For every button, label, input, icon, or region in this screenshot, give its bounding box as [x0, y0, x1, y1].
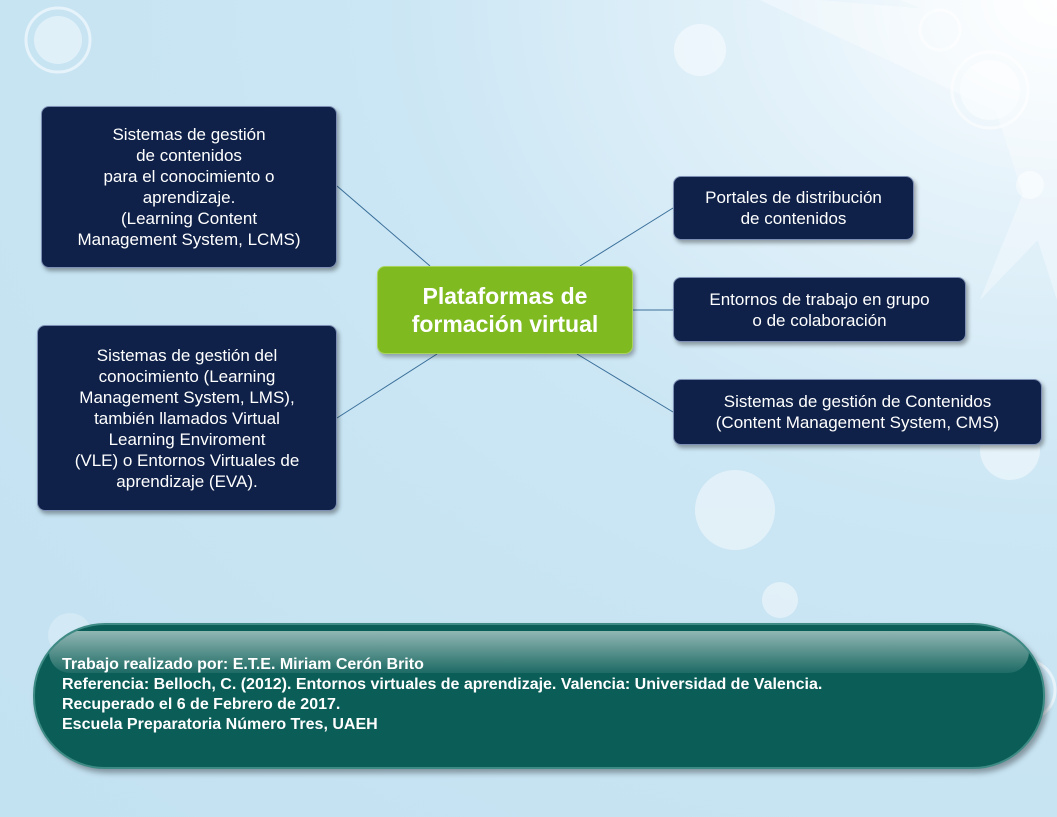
- node-portales-label: Portales de distribución de contenidos: [705, 188, 882, 228]
- footer-school: Escuela Preparatoria Número Tres, UAEH: [62, 716, 378, 733]
- footer-gloss: [49, 631, 1029, 673]
- footer-retrieved: Recuperado el 6 de Febrero de 2017.: [62, 696, 341, 713]
- footer-text: Trabajo realizado por: E.T.E. Miriam Cer…: [62, 655, 822, 735]
- node-lms: Sistemas de gestión del conocimiento (Le…: [37, 325, 337, 511]
- footer-reference: Referencia: Belloch, C. (2012). Entornos…: [62, 676, 823, 693]
- connector-line-portales: [579, 207, 674, 267]
- node-entornos: Entornos de trabajo en grupo o de colabo…: [673, 277, 966, 342]
- footer-banner: Trabajo realizado por: E.T.E. Miriam Cer…: [33, 623, 1045, 769]
- connector-line-lcms: [336, 185, 431, 267]
- node-portales: Portales de distribución de contenidos: [673, 176, 914, 240]
- node-lcms: Sistemas de gestión de contenidos para e…: [41, 106, 337, 268]
- node-entornos-label: Entornos de trabajo en grupo o de colabo…: [709, 289, 930, 330]
- connector-line-cms: [576, 353, 674, 413]
- node-lcms-label: Sistemas de gestión de contenidos para e…: [77, 125, 301, 249]
- footer-author: Trabajo realizado por: E.T.E. Miriam Cer…: [62, 656, 424, 673]
- node-cms-label: Sistemas de gestión de Contenidos (Conte…: [715, 392, 1000, 432]
- node-lms-label: Sistemas de gestión del conocimiento (Le…: [74, 345, 300, 491]
- center-node: Plataformas de formación virtual: [377, 266, 633, 354]
- node-cms: Sistemas de gestión de Contenidos (Conte…: [673, 379, 1042, 445]
- connector-line-lms: [336, 353, 438, 419]
- center-node-label: Plataformas de formación virtual: [411, 283, 599, 337]
